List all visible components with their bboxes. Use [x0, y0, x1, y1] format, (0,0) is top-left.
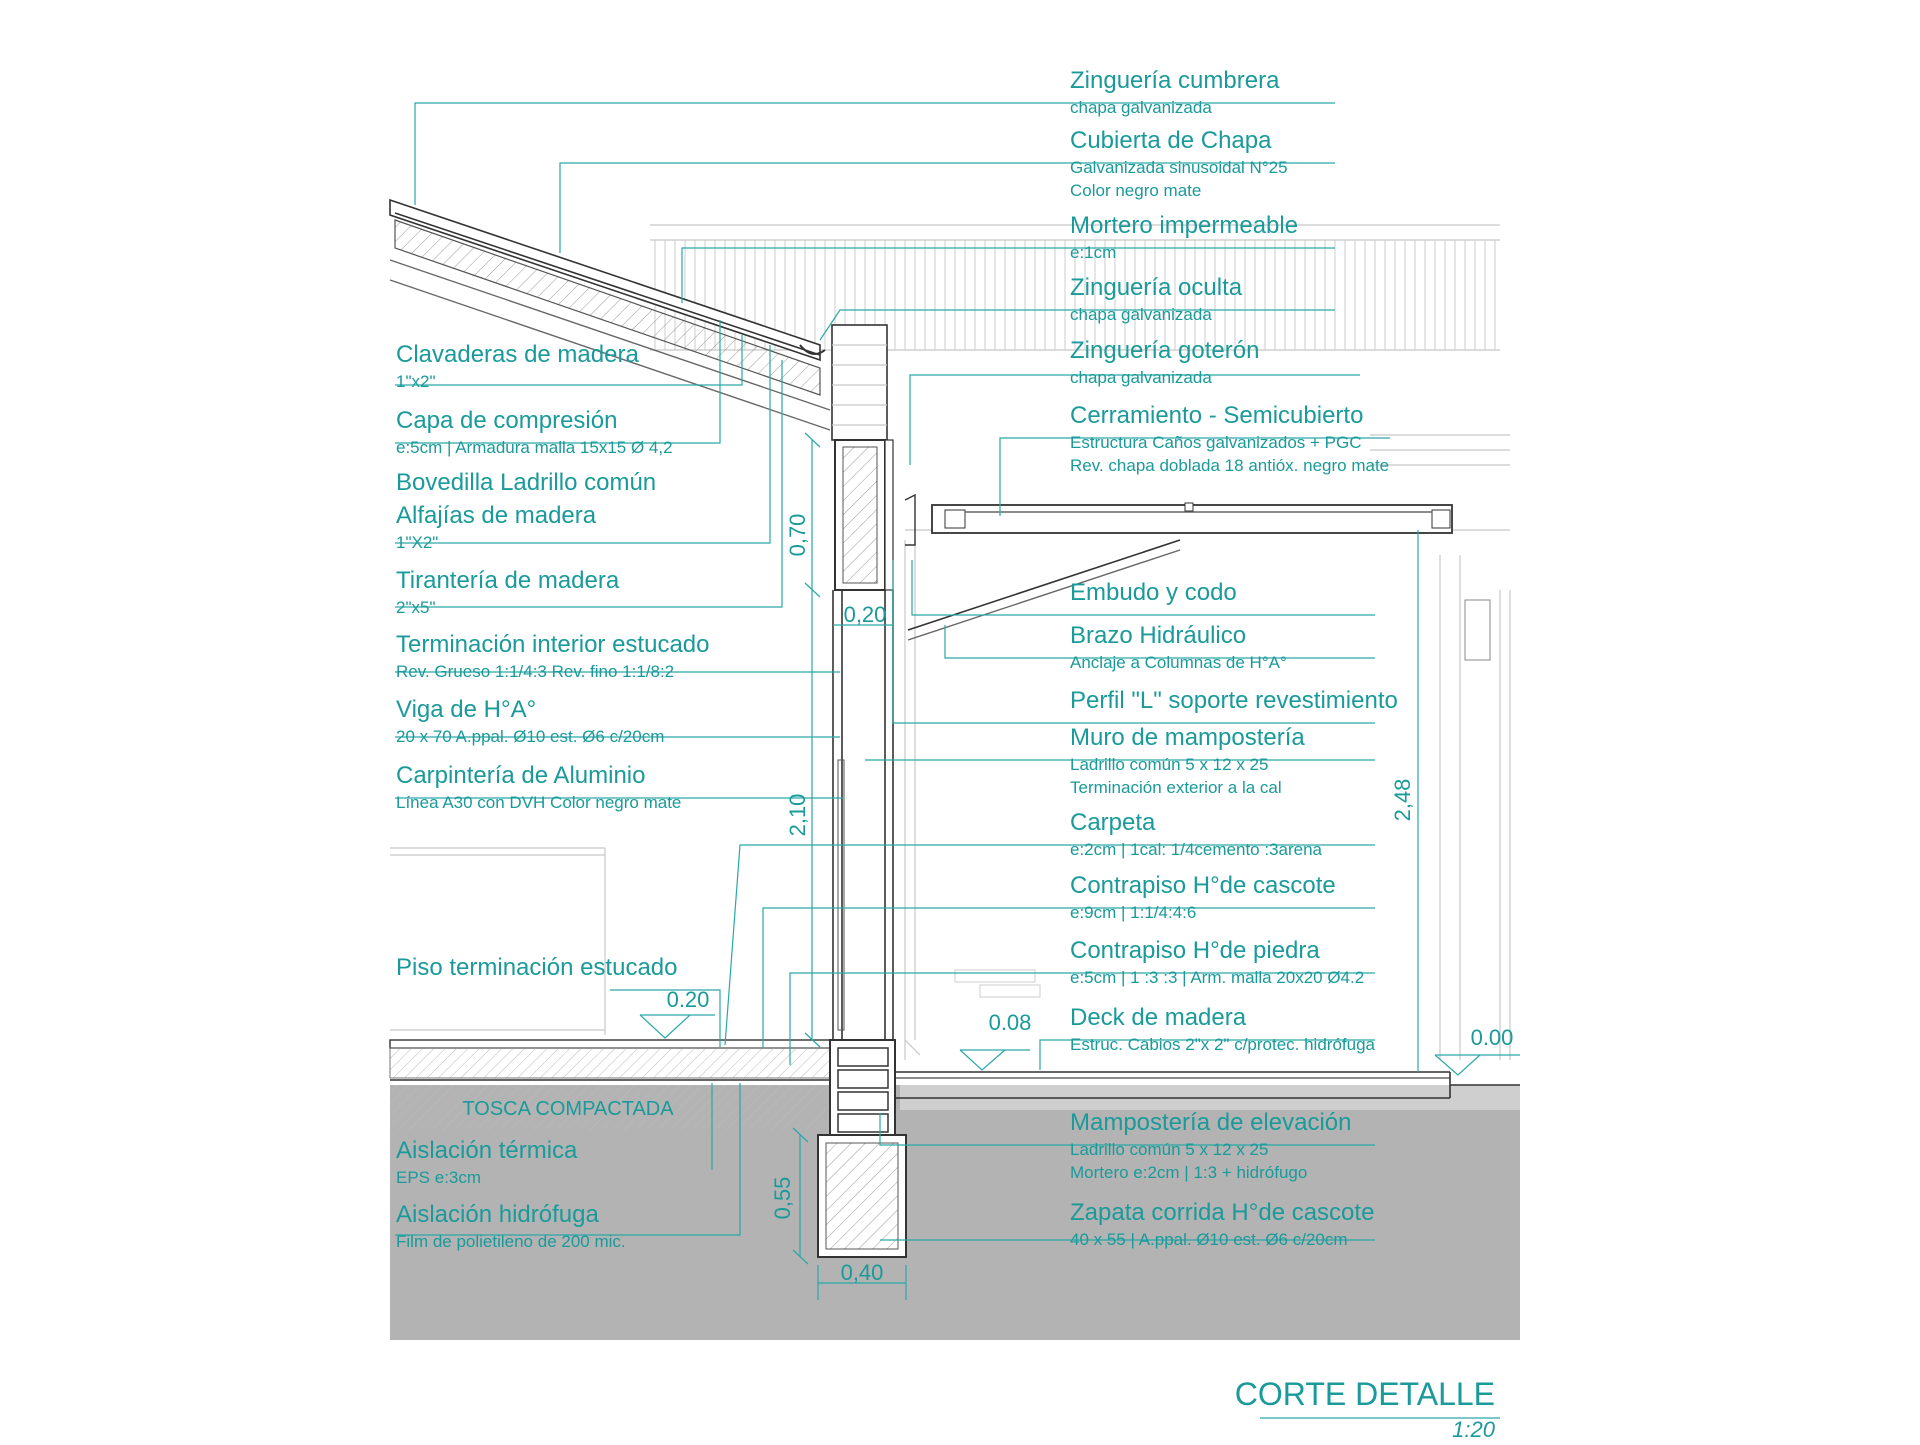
dim-semicovered-height: 2,48: [1390, 779, 1415, 822]
ground-label: TOSCA COMPACTADA: [462, 1098, 674, 1120]
label-left-title-10: Aislación hidrófuga: [396, 1201, 599, 1228]
level-exterior: 0.00: [1471, 1025, 1514, 1050]
label-right-line-4-0: chapa galvanizada: [1070, 368, 1212, 387]
level-markers: [639, 1014, 1520, 1076]
label-left-line-10-0: Film de polietileno de 200 mic.: [396, 1232, 626, 1251]
dim-footing-width: 0,40: [841, 1260, 884, 1285]
roof-assembly: [389, 198, 831, 431]
label-left-line-5-0: Rev. Grueso 1:1/4:3 Rev. fino 1:1/8:2: [396, 662, 674, 681]
label-left-line-9-0: EPS e:3cm: [396, 1168, 481, 1187]
label-left-line-7-0: Línea A30 con DVH Color negro mate: [396, 793, 681, 812]
label-left-title-6: Viga de H°A°: [396, 696, 536, 723]
sheet-scale: 1:20: [1452, 1417, 1496, 1442]
label-left-line-0-0: 1"x2": [396, 372, 435, 391]
dim-beam-height: 0,70: [785, 514, 810, 557]
label-right-line-5-0: Estructura Caños galvanizados + PGC: [1070, 433, 1362, 452]
label-right-title-2: Mortero impermeable: [1070, 212, 1298, 239]
label-left-title-1: Capa de compresión: [396, 407, 617, 434]
label-right-title-15: Zapata corrida H°de cascote: [1070, 1199, 1374, 1226]
label-right-title-9: Muro de mampostería: [1070, 724, 1305, 751]
label-right-title-14: Mampostería de elevación: [1070, 1109, 1351, 1136]
label-right-line-13-0: Estruc. Cabios 2"x 2" c/protec. hidrófug…: [1070, 1035, 1376, 1054]
label-right-line-1-0: Galvanizada sinusoidal N°25: [1070, 158, 1288, 177]
leaders-right: [414, 102, 1419, 1241]
sheet-title: CORTE DETALLE: [1235, 1376, 1495, 1412]
label-right-line-7-0: Anclaje a Columnas de H°A°: [1070, 653, 1287, 672]
label-right-line-9-0: Ladrillo común 5 x 12 x 25: [1070, 755, 1268, 774]
label-right-title-13: Deck de madera: [1070, 1004, 1247, 1031]
label-right-line-11-0: e:9cm | 1:1/4:4:6: [1070, 903, 1196, 922]
label-right-title-8: Perfil "L" soporte revestimiento: [1070, 687, 1398, 714]
label-left-title-8: Piso terminación estucado: [396, 954, 677, 981]
label-right-line-5-1: Rev. chapa doblada 18 antióx. negro mate: [1070, 456, 1389, 475]
label-left-line-1-0: e:5cm | Armadura malla 15x15 Ø 4,2: [396, 438, 673, 457]
label-right-title-10: Carpeta: [1070, 809, 1156, 836]
label-left-title-7: Carpintería de Aluminio: [396, 762, 645, 789]
tosca-layer: [390, 1085, 830, 1130]
label-right-line-10-0: e:2cm | 1cal: 1/4cemento :3arena: [1070, 840, 1323, 859]
leaders-left: [395, 320, 843, 1236]
dimension-lines: [792, 432, 907, 1300]
foundation: [817, 1039, 907, 1258]
label-right-title-11: Contrapiso H°de cascote: [1070, 872, 1336, 899]
label-left-line-3-0: 1"X2": [396, 533, 438, 552]
label-right-line-2-0: e:1cm: [1070, 243, 1116, 262]
level-interior: 0.20: [667, 987, 710, 1012]
label-right-line-9-1: Terminación exterior a la cal: [1070, 778, 1282, 797]
label-right-title-3: Zinguería oculta: [1070, 274, 1243, 301]
label-left-line-4-0: 2"x5": [396, 598, 435, 617]
label-right-title-6: Embudo y codo: [1070, 579, 1237, 606]
concrete-beam: [834, 439, 894, 591]
label-right-title-4: Zinguería goterón: [1070, 337, 1259, 364]
level-deck: 0.08: [989, 1010, 1032, 1035]
label-right-line-3-0: chapa galvanizada: [1070, 305, 1212, 324]
label-right-line-12-0: e:5cm | 1 :3 :3 | Arm. malla 20x20 Ø4.2: [1070, 968, 1364, 987]
label-left-title-9: Aislación térmica: [396, 1137, 578, 1164]
label-left-title-4: Tirantería de madera: [396, 567, 620, 594]
interior-floor: [389, 1039, 831, 1081]
label-right-title-1: Cubierta de Chapa: [1070, 127, 1272, 154]
dim-footing-height: 0,55: [770, 1177, 795, 1220]
labels-left: Clavaderas de madera 1"x2" Capa de compres…: [396, 341, 710, 1251]
label-left-title-5: Terminación interior estucado: [396, 631, 710, 658]
label-right-title-12: Contrapiso H°de piedra: [1070, 937, 1320, 964]
wall-top-masonry: [831, 324, 888, 441]
label-left-title-0: Clavaderas de madera: [396, 341, 639, 368]
label-right-line-1-1: Color negro mate: [1070, 181, 1201, 200]
label-right-title-0: Zinguería cumbrera: [1070, 67, 1280, 94]
label-right-line-0-0: chapa galvanizada: [1070, 98, 1212, 117]
label-right-line-14-1: Mortero e:2cm | 1:3 + hidrófugo: [1070, 1163, 1307, 1182]
dim-wall-height: 2,10: [785, 794, 810, 837]
label-right-line-14-0: Ladrillo común 5 x 12 x 25: [1070, 1140, 1268, 1159]
label-left-line-6-0: 20 x 70 A.ppal. Ø10 est. Ø6 c/20cm: [396, 727, 664, 746]
label-left-title-3: Alfajías de madera: [396, 502, 597, 529]
label-right-title-7: Brazo Hidráulico: [1070, 622, 1246, 649]
deck: [893, 1071, 1520, 1099]
semicovered-enclosure: [904, 493, 1453, 641]
label-right-line-15-0: 40 x 55 | A.ppal. Ø10 est. Ø6 c/20cm: [1070, 1230, 1348, 1249]
label-left-title-2: Bovedilla Ladrillo común: [396, 469, 656, 496]
dim-beam-width: 0,20: [844, 602, 887, 627]
label-right-title-5: Cerramiento - Semicubierto: [1070, 402, 1363, 429]
background-elevation: [390, 224, 1511, 1060]
